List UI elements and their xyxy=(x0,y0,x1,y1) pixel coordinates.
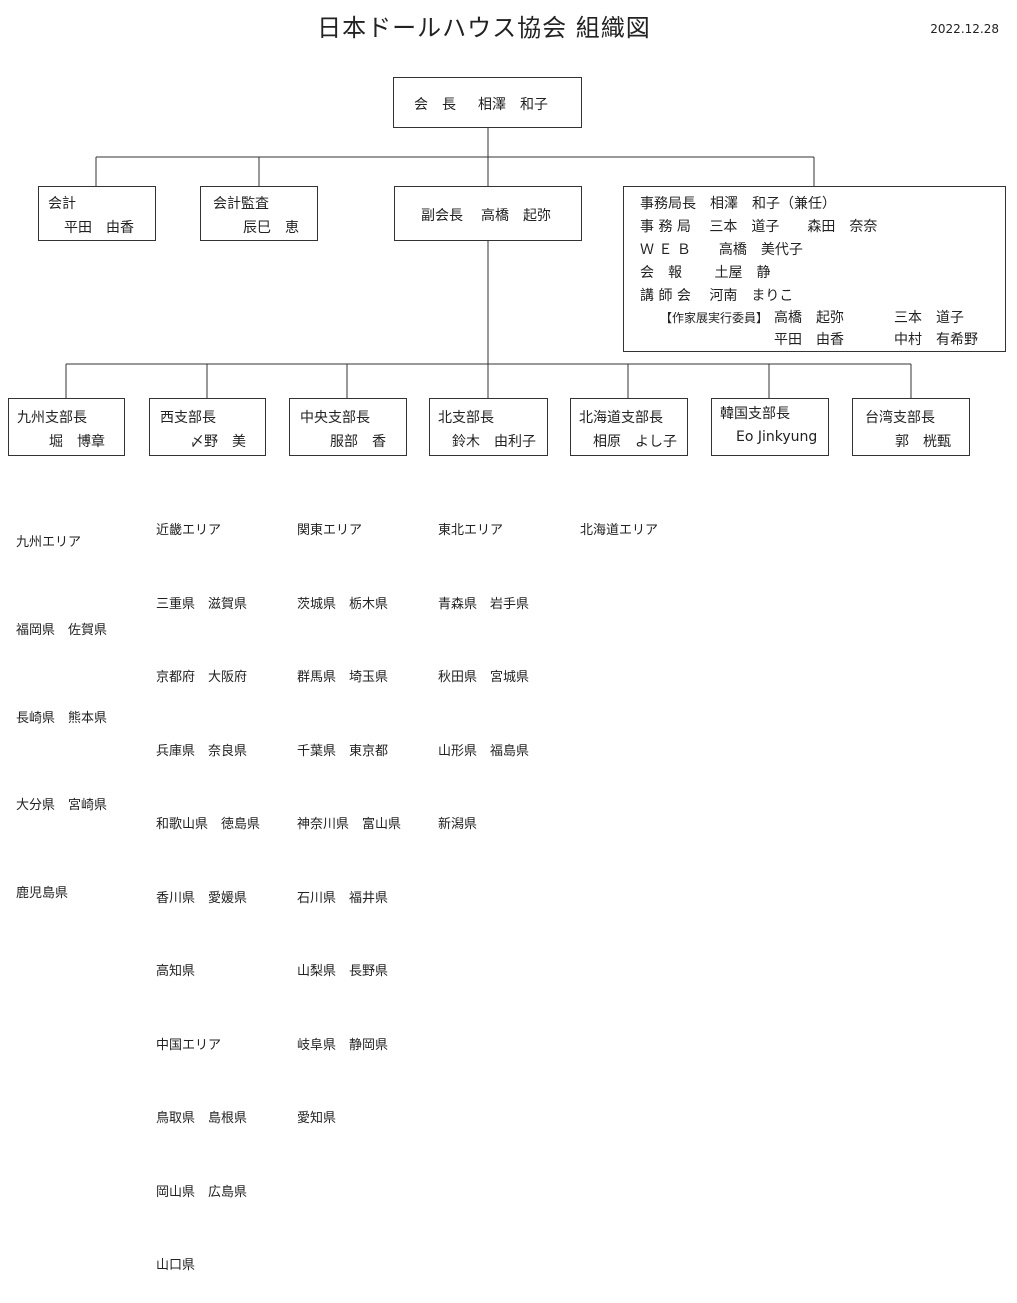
branch-name: 服部 香 xyxy=(330,434,386,450)
region-item: 鹿児島県 xyxy=(16,885,69,901)
region-item: 京都府 大阪府 xyxy=(156,670,248,685)
branch-hokkaido-box: 北海道支部長 相原 よし子 xyxy=(570,398,688,456)
secretariat-line: 事 務 局 三本 道子 森田 奈奈 xyxy=(640,219,878,235)
secretariat-line: 講 師 会 河南 まりこ xyxy=(640,288,794,304)
region-item: 山形県 福島県 xyxy=(438,743,530,759)
region-item: 新潟県 xyxy=(438,817,478,832)
region-item: 和歌山県 徳島県 xyxy=(156,817,261,832)
region-item: 茨城県 栃木県 xyxy=(297,596,389,612)
auditor-box: 会計監査 辰巳 恵 xyxy=(200,186,318,241)
region-item: 石川県 福井県 xyxy=(297,890,389,906)
region-item: 岡山県 広島県 xyxy=(156,1184,248,1200)
connector-lines xyxy=(65,128,912,398)
region-item: 鳥取県 島根県 xyxy=(156,1111,248,1126)
committee-member: 中村 有希野 xyxy=(894,332,978,348)
region-item: 愛知県 xyxy=(297,1111,337,1126)
branch-central-box: 中央支部長 服部 香 xyxy=(289,398,407,456)
region-item: 関東エリア xyxy=(297,523,363,538)
branch-name: 鈴木 由利子 xyxy=(452,434,536,450)
president-name: 相澤 和子 xyxy=(478,97,548,113)
committee-label: 【作家展実行委員】 xyxy=(660,311,769,325)
region-item: 高知県 xyxy=(156,964,196,979)
vice-president-role: 副会長 xyxy=(421,208,463,224)
branch-role: 西支部長 xyxy=(160,410,216,426)
branch-korea-box: 韓国支部長 Eo Jinkyung xyxy=(711,398,829,456)
region-item: 秋田県 宮城県 xyxy=(438,670,530,685)
region-item: 神奈川県 富山県 xyxy=(297,817,402,832)
committee-member: 高橋 起弥 xyxy=(774,310,844,326)
region-item: 長崎県 熊本県 xyxy=(16,710,108,726)
region-item: 三重県 滋賀県 xyxy=(156,596,248,612)
region-item: 千葉県 東京都 xyxy=(297,743,389,759)
region-list-north: 東北エリア 青森県 岩手県 秋田県 宮城県 山形県 福島県 新潟県 xyxy=(438,470,529,862)
region-list-kyushu: 九州エリア 福岡県 佐賀県 長崎県 熊本県 大分県 宮崎県 鹿児島県 xyxy=(16,470,107,937)
branch-name: 相原 よし子 xyxy=(593,434,677,450)
branch-role: 九州支部長 xyxy=(17,410,87,426)
treasurer-box: 会計 平田 由香 xyxy=(38,186,156,241)
branch-west-box: 西支部長 〆野 美 xyxy=(149,398,266,456)
branch-name: 〆野 美 xyxy=(190,434,246,450)
region-item: 大分県 宮崎県 xyxy=(16,798,108,814)
region-item: 中国エリア xyxy=(156,1037,222,1053)
region-list-hokkaido: 北海道エリア xyxy=(580,470,658,568)
president-box: 会 長 相澤 和子 xyxy=(393,77,582,128)
region-item: 近畿エリア xyxy=(156,523,222,538)
vice-president-name: 高橋 起弥 xyxy=(481,208,551,224)
treasurer-name: 平田 由香 xyxy=(64,220,134,236)
region-item: 九州エリア xyxy=(16,535,82,551)
region-item: 群馬県 埼玉県 xyxy=(297,670,389,685)
region-item: 岐阜県 静岡県 xyxy=(297,1037,389,1053)
secretariat-line: 事務局長 相澤 和子（兼任） xyxy=(640,196,836,212)
region-item: 東北エリア xyxy=(438,523,504,538)
treasurer-role: 会計 xyxy=(48,196,76,212)
branch-name: 郭 桄甄 xyxy=(895,434,951,450)
region-item: 山口県 xyxy=(156,1258,196,1273)
page-title: 日本ドールハウス協会 組織図 xyxy=(317,14,651,42)
branch-role: 中央支部長 xyxy=(300,410,370,426)
region-list-central: 関東エリア 茨城県 栃木県 群馬県 埼玉県 千葉県 東京都 神奈川県 富山県 石… xyxy=(297,470,401,1156)
secretariat-line: Ｗ Ｅ Ｂ 高橋 美代子 xyxy=(640,242,803,258)
branch-role: 北支部長 xyxy=(438,410,494,426)
branch-taiwan-box: 台湾支部長 郭 桄甄 xyxy=(852,398,970,456)
region-item: 兵庫県 奈良県 xyxy=(156,743,248,759)
region-item: 香川県 愛媛県 xyxy=(156,890,248,906)
region-item: 山梨県 長野県 xyxy=(297,964,389,979)
branch-name: 堀 博章 xyxy=(49,434,105,450)
branch-name: Eo Jinkyung xyxy=(736,429,818,445)
branch-north-box: 北支部長 鈴木 由利子 xyxy=(429,398,548,456)
branch-role: 韓国支部長 xyxy=(720,406,790,422)
auditor-role: 会計監査 xyxy=(213,196,269,212)
committee-member: 平田 由香 xyxy=(774,332,844,348)
branch-role: 台湾支部長 xyxy=(865,410,935,426)
branch-role: 北海道支部長 xyxy=(579,410,663,426)
date-label: 2022.12.28 xyxy=(930,22,999,36)
region-item: 北海道エリア xyxy=(580,523,659,538)
secretariat-box: 事務局長 相澤 和子（兼任） 事 務 局 三本 道子 森田 奈奈 Ｗ Ｅ Ｂ 高… xyxy=(623,186,1006,352)
secretariat-line: 会 報 土屋 静 xyxy=(640,265,771,281)
region-item: 青森県 岩手県 xyxy=(438,596,530,612)
region-item: 福岡県 佐賀県 xyxy=(16,623,108,639)
vice-president-box: 副会長 高橋 起弥 xyxy=(394,186,582,241)
branch-kyushu-box: 九州支部長 堀 博章 xyxy=(8,398,125,456)
region-list-west: 近畿エリア 三重県 滋賀県 京都府 大阪府 兵庫県 奈良県 和歌山県 徳島県 香… xyxy=(156,470,260,1303)
committee-member: 三本 道子 xyxy=(894,310,964,326)
auditor-name: 辰巳 恵 xyxy=(243,220,299,236)
president-role: 会 長 xyxy=(414,97,456,113)
